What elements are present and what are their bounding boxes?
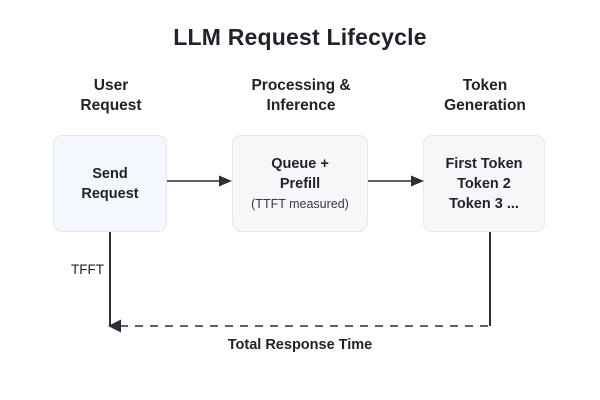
stage-box-queue-prefill: Queue + Prefill (TTFT measured) <box>232 135 368 232</box>
stage-box-line: Token 2 <box>457 175 511 192</box>
arrow-right-icon <box>167 175 232 187</box>
column-heading-line-2: Request <box>80 97 142 114</box>
stage-box-line: First Token <box>445 155 523 172</box>
column-heading-token-generation: Token Generation <box>420 76 550 116</box>
stage-box-line: Token 3 ... <box>449 195 519 212</box>
arrow-right-icon <box>368 175 424 187</box>
total-response-time-label: Total Response Time <box>227 337 373 353</box>
stage-box-send-request: Send Request <box>53 135 167 232</box>
column-heading-line-2: Generation <box>444 97 526 114</box>
drop-line-left <box>109 232 111 326</box>
stage-box-token-list: First Token Token 2 Token 3 ... <box>423 135 545 232</box>
drop-line-right <box>489 232 491 326</box>
page-title: LLM Request Lifecycle <box>173 24 427 50</box>
column-heading-line-1: Processing & <box>251 77 351 94</box>
stage-box-line: Send <box>92 165 128 182</box>
stage-box-line: Request <box>81 185 139 202</box>
column-heading-processing-inference: Processing & Inference <box>222 76 380 116</box>
stage-box-line: Prefill <box>279 175 321 192</box>
column-heading-line-2: Inference <box>266 97 336 114</box>
stage-box-sublabel: (TTFT measured) <box>251 196 349 211</box>
column-heading-user-request: User Request <box>45 76 177 116</box>
column-heading-line-1: Token <box>462 77 508 94</box>
stage-box-line: Queue + <box>271 155 329 172</box>
dashed-arrow-left-icon <box>108 319 491 333</box>
column-heading-line-1: User <box>93 77 129 94</box>
ttft-label: TFFT <box>71 262 104 277</box>
